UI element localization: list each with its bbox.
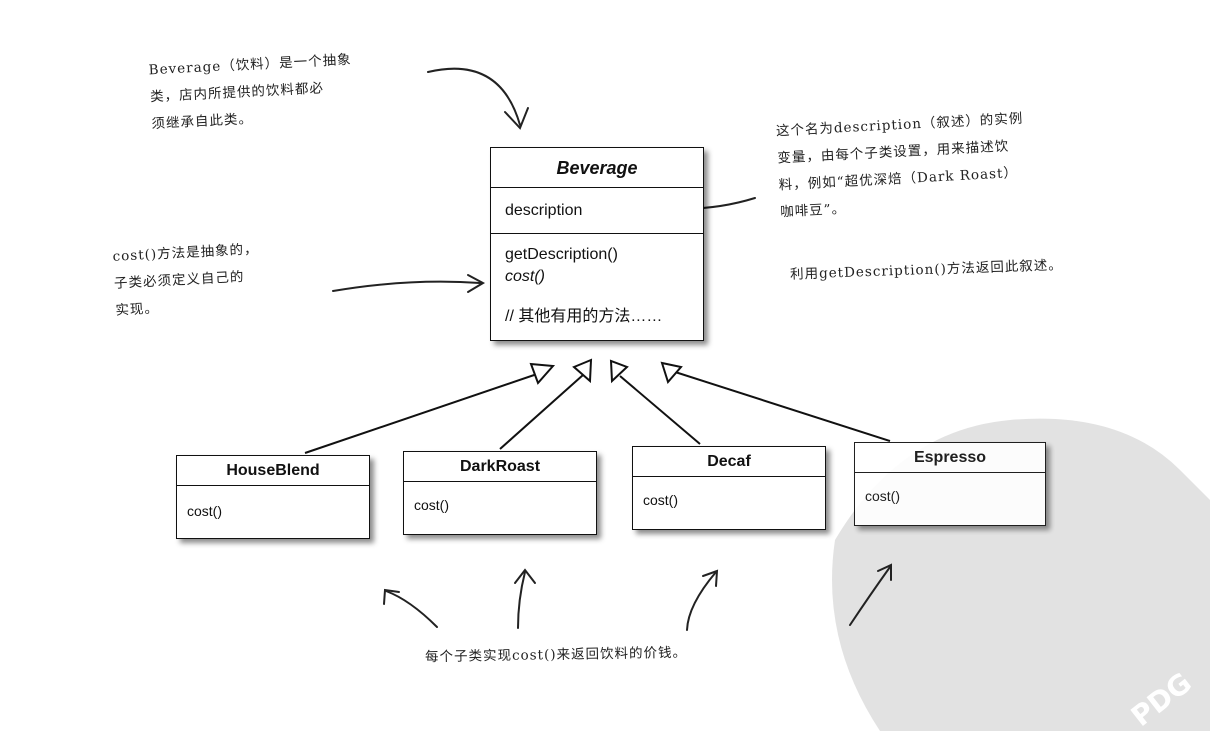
inheritance-line-darkroast [499,374,584,450]
darkroast-class-box: DarkRoast cost() [403,451,597,535]
inheritance-line-espresso [671,370,891,442]
espresso-cost-method: cost() [865,488,900,504]
get-description-method: getDescription() [505,246,618,263]
decaf-class-box: Decaf cost() [632,446,826,530]
subclass-cost-note: 每个子类实现cost()来返回饮料的价钱。 [424,644,688,666]
note-arrow-cost [332,280,481,292]
espresso-class-box: Espresso cost() [854,442,1046,526]
note-arrow-cost-head [467,274,486,293]
decaf-cost-method: cost() [643,492,678,508]
note-arrow-sub-4-head [877,563,892,581]
inheritance-line-decaf [619,375,701,445]
inheritance-line-houseblend [304,371,544,454]
beverage-methods: getDescription() cost() // 其他有用的方法…… [491,234,703,328]
houseblend-methods: cost() [177,486,369,522]
note-arrow-beverage-head [504,107,529,130]
cost-abstract-method: cost() [505,268,545,285]
darkroast-cost-method: cost() [414,497,449,513]
beverage-class-name: Beverage [491,148,703,188]
houseblend-class-box: HouseBlend cost() [176,455,370,539]
note-arrow-sub-2 [517,571,526,629]
darkroast-class-name: DarkRoast [404,452,596,482]
inheritance-arrowhead-decaf [609,359,629,384]
decaf-methods: cost() [633,477,825,511]
darkroast-methods: cost() [404,482,596,516]
beverage-attributes: description [491,188,703,234]
inheritance-arrowhead-espresso [660,361,683,385]
note-arrow-sub-4 [849,566,891,626]
note-arrow-sub-3 [686,571,717,631]
espresso-class-name: Espresso [855,443,1045,473]
note-arrow-sub-2-head [514,568,536,584]
inheritance-arrowhead-darkroast [572,358,593,384]
beverage-abstract-note: Beverage（饮料）是一个抽象 类，店内所提供的饮料都必 须继承自此类。 [148,47,355,139]
beverage-class-box: Beverage description getDescription() co… [490,147,704,341]
cost-abstract-note: cost()方法是抽象的， 子类必须定义自己的 实现。 [112,236,262,325]
description-note: 这个名为description（叙述）的实例 变量，由每个子类设置，用来描述饮 … [775,106,1028,227]
houseblend-cost-method: cost() [187,503,222,519]
description-attribute: description [505,202,583,219]
espresso-methods: cost() [855,473,1045,507]
inheritance-arrowhead-houseblend [529,362,556,385]
note-arrow-sub-1-head [383,588,400,605]
note-arrow-sub-3-head [702,569,719,587]
note-arrow-beverage [427,67,521,126]
note-arrow-sub-1 [385,590,438,628]
decaf-class-name: Decaf [633,447,825,477]
other-methods-comment: // 其他有用的方法…… [505,308,663,325]
houseblend-class-name: HouseBlend [177,456,369,486]
